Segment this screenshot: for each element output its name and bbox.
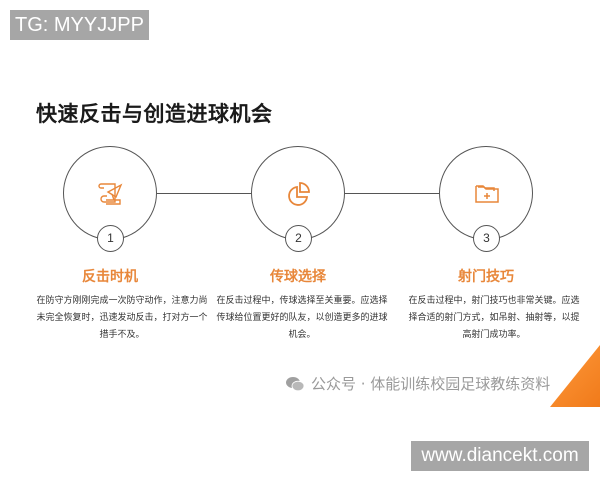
step-3-number: 3: [473, 225, 500, 252]
pie-chart-icon: [288, 182, 310, 206]
step-3-circle: [439, 146, 533, 240]
wechat-icon: [286, 376, 305, 391]
step-1-title: 反击时机: [82, 269, 138, 285]
step-3-description: 在反击过程中，射门技巧也非常关键。应选择合适的射门方式，如吊射、抽射等，以提高射…: [408, 296, 580, 340]
folder-add-icon: [475, 185, 499, 203]
step-2-circle: [251, 146, 345, 240]
page-title: 快速反击与创造进球机会: [36, 102, 273, 126]
step-2-description: 在反击过程中，传球选择至关重要。应选择传球给位置更好的队友，以创造更多的进球机会…: [216, 296, 388, 340]
top-watermark-tag: TG: MYYJJPP: [10, 10, 149, 40]
step-3-title: 射门技巧: [458, 269, 514, 285]
step-2-number: 2: [285, 225, 312, 252]
step-1-number: 1: [97, 225, 124, 252]
connector-line-2-3: [345, 193, 439, 194]
watermark-text: 公众号 · 体能训练校园足球教练资料: [311, 375, 551, 393]
bottom-watermark-tag: www.diancekt.com: [411, 441, 589, 471]
connector-line-1-2: [157, 193, 251, 194]
orange-corner-decoration: [550, 345, 600, 407]
scroll-paper-plane-icon: [98, 183, 123, 205]
step-1-circle: [63, 146, 157, 240]
step-1-description: 在防守方刚刚完成一次防守动作，注意力尚未完全恢复时，迅速发动反击，打对方一个措手…: [36, 296, 208, 340]
wechat-watermark: 公众号 · 体能训练校园足球教练资料: [285, 373, 550, 394]
step-2-title: 传球选择: [270, 269, 326, 285]
